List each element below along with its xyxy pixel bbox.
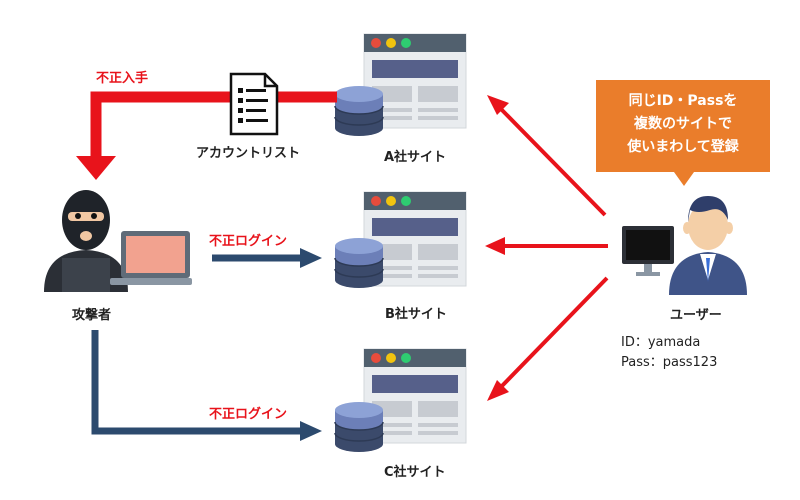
bubble-line-2: 複数のサイトで (634, 116, 732, 132)
site-b-database-icon (334, 237, 384, 289)
attacker-label: 攻撃者 (72, 308, 112, 323)
user-to-a-arrow (487, 95, 607, 217)
document-list-icon (229, 72, 279, 136)
user-icon (669, 196, 747, 295)
login-c-label: 不正ログイン (209, 407, 288, 422)
credential-pass: Pass：pass123 (621, 355, 718, 370)
user-label: ユーザー (670, 308, 722, 323)
monitor-icon (622, 226, 674, 276)
account-list-label: アカウントリスト (196, 146, 301, 161)
login-b-label: 不正ログイン (209, 234, 288, 249)
attacker-icon (44, 190, 128, 292)
credential-id: ID：yamada (621, 335, 701, 350)
login-b-arrow (212, 248, 322, 268)
user-to-c-arrow (487, 276, 609, 401)
bubble-line-1: 同じID・Passを (628, 93, 738, 109)
speech-bubble: 同じID・Passを 複数のサイトで 使いまわして登録 (596, 80, 770, 186)
site-a-label: A社サイト (384, 150, 447, 165)
steal-arrow (76, 91, 337, 180)
site-c-database-icon (334, 401, 384, 453)
site-a-database-icon (334, 85, 384, 137)
laptop-icon (110, 231, 192, 285)
steal-label: 不正入手 (96, 71, 149, 86)
login-c-arrow (91, 330, 322, 441)
site-b-label: B社サイト (385, 307, 447, 322)
site-c-label: C社サイト (384, 465, 446, 480)
bubble-line-3: 使いまわして登録 (627, 139, 739, 155)
user-to-b-arrow (485, 237, 608, 255)
